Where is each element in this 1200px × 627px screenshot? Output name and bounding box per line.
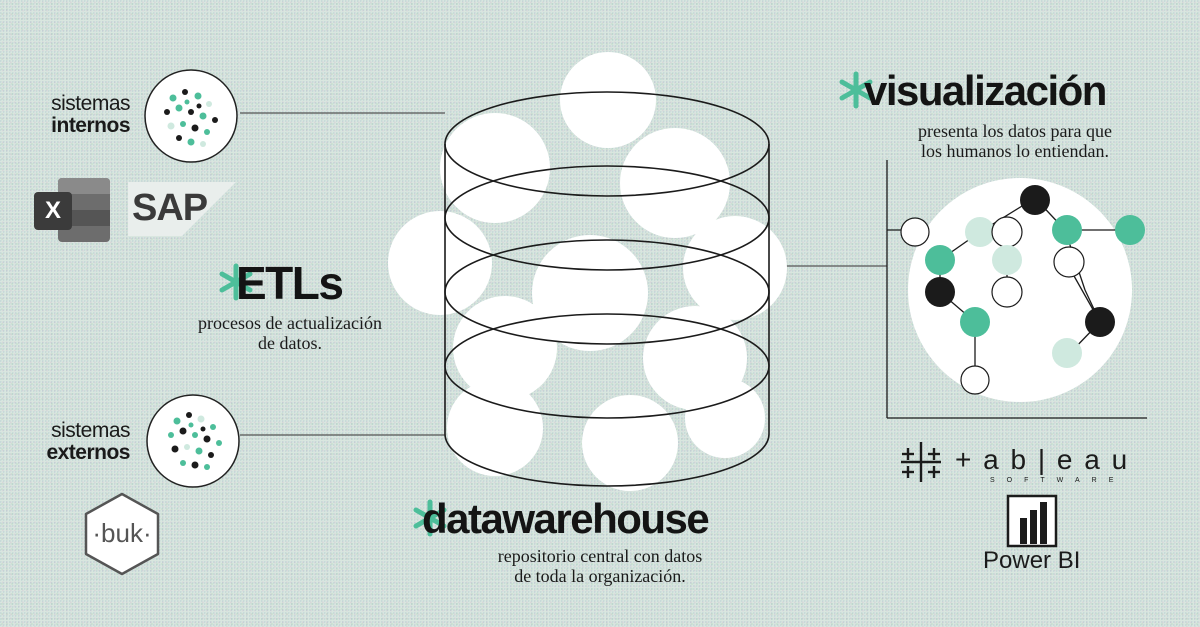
external-line1: sistemas: [51, 419, 130, 442]
excel-letter: X: [34, 192, 72, 230]
etl-title: ETLs: [236, 257, 344, 309]
dw-description: repositorio central con datos de toda la…: [460, 546, 740, 586]
tableau-wordmark: + a b | e a u: [955, 444, 1130, 475]
viz-desc-line2: los humanos lo entiendan.: [921, 141, 1109, 161]
visualization-graph: [886, 160, 1147, 419]
tableau-icon: [901, 442, 941, 482]
external-line2: externos: [46, 441, 130, 464]
internal-line1: sistemas: [51, 92, 130, 115]
etl-description: procesos de actualización de datos.: [170, 313, 410, 353]
external-systems-icon: [146, 394, 240, 488]
excel-logo: X: [34, 178, 110, 242]
dw-asterisk-icon: [413, 499, 447, 537]
tableau-subtext: SOFTWARE: [990, 477, 1126, 484]
viz-desc-line1: presenta los datos para que: [918, 121, 1112, 141]
viz-asterisk-icon: [839, 71, 873, 109]
dw-title: datawarehouse: [422, 495, 710, 542]
dw-desc-line1: repositorio central con datos: [497, 546, 703, 566]
viz-title: visualización: [864, 67, 1107, 114]
powerbi-text: Power BI: [983, 547, 1081, 574]
datawarehouse-graphic: [388, 52, 787, 491]
external-systems-label: sistemas externos: [18, 420, 130, 464]
powerbi-icon: [1006, 494, 1058, 548]
internal-systems-label: sistemas internos: [18, 93, 130, 137]
sap-text: SAP: [132, 187, 208, 229]
internal-line2: internos: [51, 114, 130, 137]
dw-desc-line2: de toda la organización.: [514, 566, 686, 586]
buk-logo: ·buk·: [82, 492, 162, 576]
viz-description: presenta los datos para que los humanos …: [890, 121, 1140, 161]
sap-logo: SAP: [128, 182, 236, 236]
internal-systems-icon: [144, 69, 238, 163]
etl-desc-line1: procesos de actualización: [198, 313, 382, 333]
etl-asterisk-icon: [219, 263, 253, 301]
etl-desc-line2: de datos.: [258, 333, 322, 353]
buk-text: ·buk·: [92, 518, 152, 548]
